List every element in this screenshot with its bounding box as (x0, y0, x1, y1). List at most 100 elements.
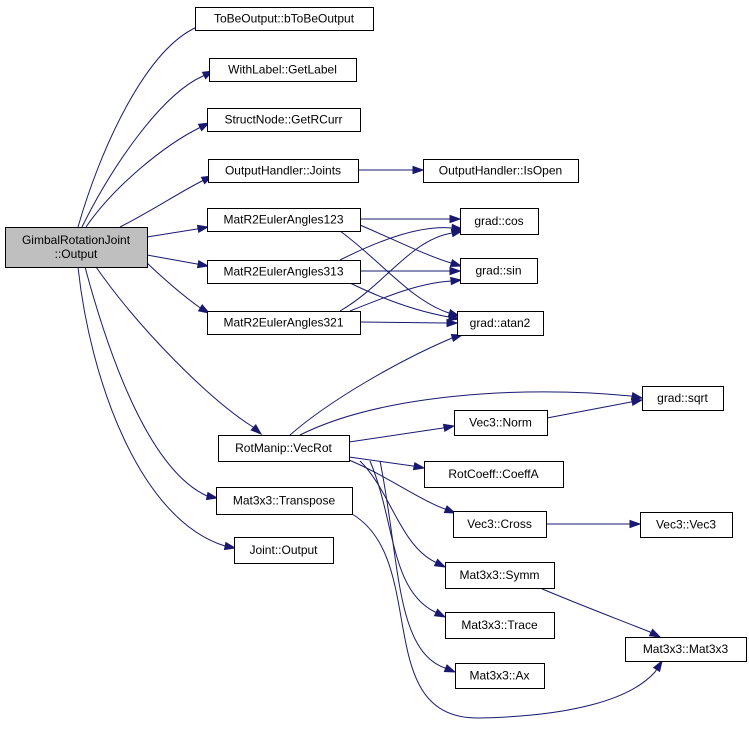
node-label: ::Output (55, 247, 98, 261)
edge-root-to-outputhandler-joints (119, 175, 214, 228)
node-box (445, 562, 555, 589)
node-mat3x3-transpose[interactable]: Mat3x3::Transpose (216, 487, 353, 515)
edge-line (81, 74, 206, 228)
arrowhead-icon (412, 165, 425, 175)
node-box (207, 208, 361, 232)
node-mat3x3-trace[interactable]: Mat3x3::Trace (445, 612, 555, 639)
node-box (207, 311, 361, 335)
node-withlabel[interactable]: WithLabel::GetLabel (209, 58, 357, 82)
node-box (460, 258, 538, 284)
node-label: grad::cos (474, 214, 523, 228)
node-box (642, 386, 724, 411)
node-label: Mat3x3::Ax (469, 669, 529, 683)
node-label: Mat3x3::Symm (459, 568, 539, 582)
edge-line (95, 266, 255, 429)
edge-matr2euler321-to-grad-sin (349, 276, 463, 312)
node-box (445, 612, 555, 639)
node-matr2euler123[interactable]: MatR2EulerAngles123 (207, 208, 361, 232)
edge-mat3x3-symm-to-mat3x3-mat3x3 (539, 587, 662, 638)
node-label: Vec3::Norm (469, 416, 532, 430)
edge-rotmanip-vecrot-to-rotcoeff-coeffa (348, 456, 426, 471)
edge-matr2euler123-to-grad-cos (360, 214, 462, 224)
node-label: ToBeOutput::bToBeOutput (214, 12, 355, 26)
node-box (209, 58, 357, 82)
node-structnode[interactable]: StructNode::GetRCurr (207, 108, 361, 132)
edges-layer (77, 20, 663, 719)
edge-line (77, 25, 200, 228)
node-label: grad::sqrt (657, 391, 708, 405)
arrowhead-icon (449, 258, 463, 268)
node-label: Mat3x3::Transpose (233, 494, 336, 508)
edge-line (119, 179, 205, 228)
node-grad-sqrt[interactable]: grad::sqrt (642, 386, 724, 411)
node-box (208, 159, 359, 183)
node-box (640, 512, 733, 538)
arrowhead-icon (450, 228, 464, 238)
node-mat3x3-ax[interactable]: Mat3x3::Ax (455, 663, 545, 689)
node-box (207, 108, 361, 132)
node-box (216, 487, 353, 515)
edge-root-to-joint-output (77, 266, 237, 551)
node-box (424, 461, 564, 488)
edge-root-to-structnode (85, 122, 211, 228)
arrowhead-icon (250, 423, 263, 436)
node-box (195, 7, 374, 31)
node-label: Vec3::Cross (467, 517, 532, 531)
edge-line (339, 227, 454, 261)
edge-line (146, 262, 202, 309)
edge-line (351, 513, 658, 719)
edge-line (546, 401, 634, 419)
node-label: WithLabel::GetLabel (228, 63, 337, 77)
edge-line (348, 427, 446, 443)
node-outputhandler-isopen[interactable]: OutputHandler::IsOpen (423, 159, 579, 183)
edge-rotmanip-vecrot-to-grad-atan2 (289, 333, 464, 436)
node-box (234, 537, 334, 564)
node-vec3-cross[interactable]: Vec3::Cross (453, 511, 547, 538)
edge-vec3-cross-to-vec3-vec3 (546, 519, 642, 529)
node-joint-output[interactable]: Joint::Output (234, 537, 334, 564)
edge-root-to-mat3x3-transpose (84, 266, 219, 501)
node-label: OutputHandler::Joints (225, 164, 341, 178)
edge-root-to-rotmanip-vecrot (95, 266, 263, 436)
edge-matr2euler313-to-grad-sin (360, 266, 462, 276)
edge-outputhandler-joints-to-outputhandler-isopen (358, 165, 425, 175)
node-label: grad::sin (475, 264, 521, 278)
node-rotmanip-vecrot[interactable]: RotManip::VecRot (218, 435, 350, 462)
node-matr2euler313[interactable]: MatR2EulerAngles313 (207, 260, 361, 284)
node-grad-cos[interactable]: grad::cos (460, 208, 539, 235)
node-mat3x3-mat3x3[interactable]: Mat3x3::Mat3x3 (625, 637, 747, 662)
node-label: Vec3::Vec3 (656, 518, 716, 532)
arrowhead-icon (223, 541, 237, 551)
edge-mat3x3-transpose-to-mat3x3-mat3x3 (351, 513, 663, 719)
node-box (455, 663, 545, 689)
edge-line (146, 254, 200, 265)
edge-root-to-tobeoutput (77, 20, 209, 228)
node-label: Mat3x3::Mat3x3 (643, 642, 729, 656)
node-grad-sin[interactable]: grad::sin (460, 258, 538, 284)
node-label: Mat3x3::Trace (461, 618, 538, 632)
node-box (207, 260, 361, 284)
arrowhead-icon (196, 260, 210, 269)
node-rotcoeff-coeffa[interactable]: RotCoeff::CoeffA (424, 461, 564, 488)
edge-matr2euler123-to-grad-sin (359, 224, 463, 268)
arrowhead-icon (449, 214, 462, 224)
arrowhead-icon (433, 608, 447, 618)
node-tobeoutput[interactable]: ToBeOutput::bToBeOutput (195, 7, 374, 31)
arrowhead-icon (412, 462, 426, 471)
node-outputhandler-joints[interactable]: OutputHandler::Joints (208, 159, 359, 183)
arrowhead-icon (442, 423, 456, 432)
node-vec3-vec3[interactable]: Vec3::Vec3 (640, 512, 733, 538)
node-vec3-norm[interactable]: Vec3::Norm (454, 410, 548, 436)
node-root[interactable]: GimbalRotationJoint::Output (5, 227, 148, 268)
node-matr2euler321[interactable]: MatR2EulerAngles321 (207, 311, 361, 335)
node-box (423, 159, 579, 183)
edge-rotmanip-vecrot-to-mat3x3-symm (359, 460, 447, 568)
edge-root-to-matr2euler321 (146, 262, 211, 314)
edge-matr2euler321-to-grad-cos (339, 228, 464, 312)
node-grad-atan2[interactable]: grad::atan2 (457, 311, 544, 336)
node-label: MatR2EulerAngles313 (223, 265, 343, 279)
node-mat3x3-symm[interactable]: Mat3x3::Symm (445, 562, 555, 589)
edge-rotmanip-vecrot-to-mat3x3-trace (369, 460, 447, 618)
node-label: MatR2EulerAngles123 (223, 213, 343, 227)
edge-line (359, 460, 438, 564)
